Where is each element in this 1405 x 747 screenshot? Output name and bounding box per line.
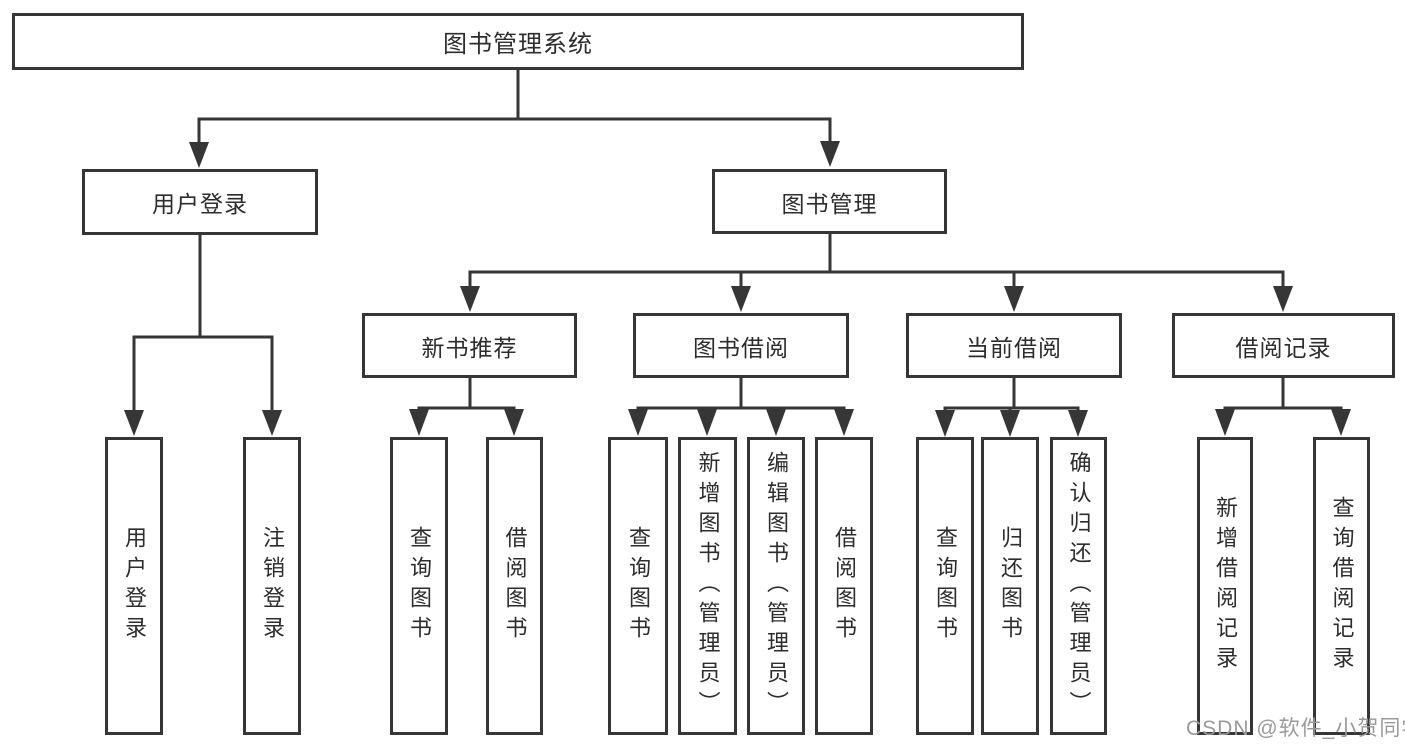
node-label: 查询图书	[407, 526, 432, 646]
node-label: 注销登录	[260, 526, 285, 646]
node-label: 图书管理	[781, 190, 878, 217]
node-label: 借阅图书	[502, 526, 528, 646]
leaf-add-borrow-record: 新增借阅记录	[1197, 437, 1253, 735]
leaf-add-books-admin: 新增图书（管理员）	[678, 437, 737, 735]
node-user-login: 用户登录	[82, 169, 318, 235]
node-book-borrowing: 图书借阅	[633, 313, 849, 378]
connector-borrowrecord-to-leaves	[1223, 377, 1343, 414]
node-label: 归还图书	[998, 526, 1023, 646]
leaf-logout: 注销登录	[243, 437, 301, 735]
node-current-borrowing: 当前借阅	[906, 313, 1122, 378]
connector-newbook-to-leaves	[417, 377, 516, 414]
leaf-query-borrow-record: 查询借阅记录	[1313, 437, 1370, 735]
node-label: 新增图书（管理员）	[695, 451, 721, 721]
leaf-edit-books-admin: 编辑图书（管理员）	[747, 437, 805, 735]
node-label: 借阅记录	[1235, 334, 1332, 361]
node-label: 图书管理系统	[443, 31, 593, 58]
leaf-borrow-books: 借阅图书	[815, 437, 873, 735]
connector-bookmgmt-to-level3	[468, 233, 1285, 289]
leaf-user-login: 用户登录	[105, 437, 163, 735]
leaf-borrow-books-recommend: 借阅图书	[486, 437, 543, 735]
node-borrowing-records: 借阅记录	[1172, 313, 1395, 378]
node-label: 借阅图书	[832, 526, 857, 646]
connector-root-to-level2	[197, 70, 832, 145]
node-library-management-system: 图书管理系统	[12, 13, 1024, 70]
node-new-book-recommendation: 新书推荐	[362, 313, 577, 378]
connector-bookborrow-to-leaves	[636, 377, 846, 414]
node-label: 当前借阅	[966, 334, 1062, 361]
node-label: 图书借阅	[693, 334, 789, 361]
node-label: 编辑图书（管理员）	[764, 451, 789, 721]
node-label: 查询图书	[626, 526, 651, 646]
connector-currentborrow-to-leaves	[943, 377, 1080, 414]
node-label: 新书推荐	[421, 334, 518, 361]
csdn-watermark: CSDN @软件_小贺同学	[1186, 717, 1405, 740]
node-label: 用户登录	[122, 526, 147, 646]
leaf-confirm-return-admin: 确认归还（管理员）	[1050, 437, 1107, 735]
node-label: 确认归还（管理员）	[1066, 451, 1092, 721]
node-label: 用户登录	[152, 191, 248, 217]
node-label: 新增借阅记录	[1213, 496, 1238, 676]
leaf-return-books: 归还图书	[981, 437, 1039, 735]
leaf-query-books-borrow: 查询图书	[608, 437, 668, 735]
leaf-query-books-recommend: 查询图书	[390, 437, 448, 735]
connector-userlogin-to-leaves	[132, 234, 274, 413]
node-label: 查询图书	[933, 526, 958, 646]
node-label: 查询借阅记录	[1329, 496, 1355, 676]
leaf-query-books-current: 查询图书	[916, 437, 974, 735]
node-book-management: 图书管理	[712, 169, 947, 234]
